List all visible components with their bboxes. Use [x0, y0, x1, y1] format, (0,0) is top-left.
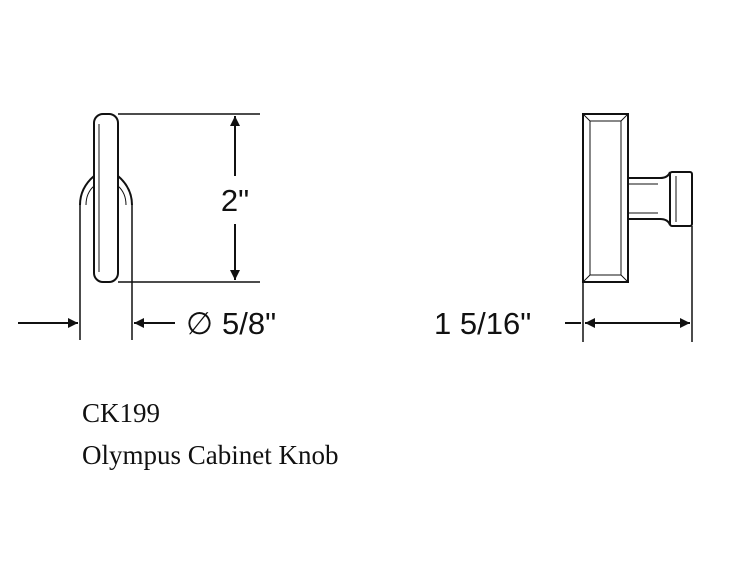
knob-base-left-curve	[79, 175, 95, 206]
knob-base-collar	[669, 171, 693, 227]
knob-stem-top	[628, 171, 671, 179]
diameter-dimension-label: 5/8"	[222, 306, 276, 341]
knob-base-left-inner	[85, 185, 95, 206]
knob-bar-outline	[93, 113, 119, 283]
knob-base-right-inner	[117, 185, 127, 206]
projection-dimension-label: 1 5/16"	[434, 306, 531, 341]
knob-head-bevel-tl	[582, 113, 591, 122]
knob-stem-bottom	[628, 218, 671, 226]
knob-base-right-curve	[117, 175, 133, 206]
product-name: Olympus Cabinet Knob	[82, 440, 339, 470]
knob-head-bevel-br	[620, 274, 629, 283]
side-view	[582, 113, 693, 342]
front-view	[79, 113, 260, 340]
product-code: CK199	[82, 398, 161, 428]
knob-head-bevel-bl	[582, 274, 591, 283]
knob-head-outer	[582, 113, 629, 283]
height-dimension-label: 2"	[221, 183, 249, 218]
knob-head-bevel-tr	[620, 113, 629, 122]
diameter-symbol: ∅	[186, 306, 213, 341]
knob-head-inner	[589, 120, 622, 276]
